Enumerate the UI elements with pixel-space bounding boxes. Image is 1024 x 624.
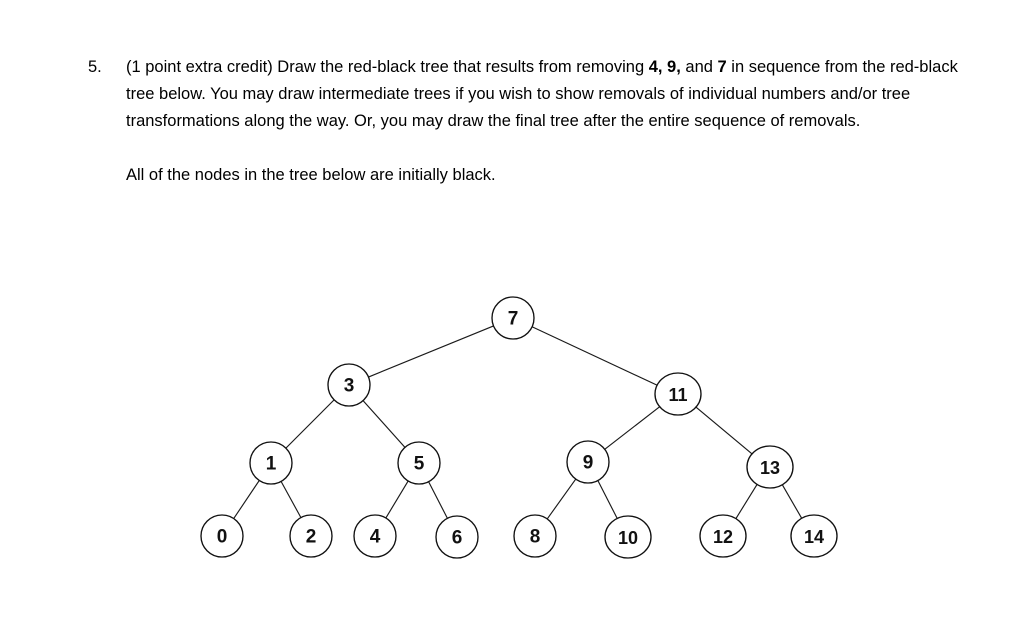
node-label-2: 2	[306, 527, 317, 548]
tree-node-9: 9	[566, 440, 610, 484]
tree-node-14: 14	[790, 514, 838, 558]
question-segment-0: (1 point extra credit) Draw the red-blac…	[126, 58, 649, 76]
question-segment-3: 7	[717, 58, 727, 76]
tree-edge-5-4	[385, 480, 409, 519]
node-label-6: 6	[452, 528, 463, 549]
tree-edge-3-5	[362, 399, 406, 449]
tree-node-5: 5	[397, 441, 441, 485]
tree-edge-7-3	[367, 325, 495, 378]
node-label-4: 4	[370, 527, 381, 548]
tree-edge-9-8	[546, 478, 577, 520]
node-circle-14	[790, 514, 838, 558]
node-circle-8	[513, 514, 557, 558]
tree-node-8: 8	[513, 514, 557, 558]
tree-node-11: 11	[654, 372, 702, 416]
tree-node-4: 4	[353, 514, 397, 558]
tree-node-3: 3	[327, 363, 371, 407]
node-label-7: 7	[508, 309, 519, 330]
node-circle-13	[746, 445, 794, 489]
tree-edge-11-13	[695, 406, 753, 455]
node-circle-12	[699, 514, 747, 558]
question-note: All of the nodes in the tree below are i…	[126, 166, 496, 184]
node-circle-4	[353, 514, 397, 558]
tree-node-0: 0	[200, 514, 244, 558]
node-circle-1	[249, 441, 293, 485]
question-body: (1 point extra credit) Draw the red-blac…	[126, 54, 968, 189]
tree-node-13: 13	[746, 445, 794, 489]
node-label-0: 0	[217, 527, 228, 548]
node-circle-10	[604, 515, 652, 559]
tree-edge-1-0	[232, 479, 261, 520]
tree-edge-3-1	[284, 398, 336, 450]
tree-edge-9-10	[597, 479, 619, 520]
node-circle-7	[491, 296, 535, 340]
node-label-13: 13	[760, 458, 780, 478]
question-segment-4: in sequence from the red-black tree belo…	[126, 58, 958, 130]
question-text: (1 point extra credit) Draw the red-blac…	[126, 54, 968, 135]
node-label-1: 1	[266, 454, 277, 475]
node-circle-11	[654, 372, 702, 416]
node-label-10: 10	[618, 528, 638, 548]
tree-node-12: 12	[699, 514, 747, 558]
node-label-11: 11	[668, 385, 687, 405]
tree-edge-13-12	[735, 483, 758, 520]
tree-node-7: 7	[491, 296, 535, 340]
tree-edge-5-6	[427, 480, 449, 520]
tree-edge-7-11	[531, 326, 658, 386]
node-label-8: 8	[530, 527, 541, 548]
node-circle-3	[327, 363, 371, 407]
node-label-12: 12	[713, 527, 733, 547]
node-circle-5	[397, 441, 441, 485]
tree-node-10: 10	[604, 515, 652, 559]
tree-node-1: 1	[249, 441, 293, 485]
tree-edge-11-9	[603, 405, 661, 451]
question-block: 5. (1 point extra credit) Draw the red-b…	[88, 54, 968, 189]
question-row: 5. (1 point extra credit) Draw the red-b…	[88, 54, 968, 189]
tree-edge-1-2	[280, 480, 302, 519]
question-segment-1: 4, 9,	[648, 58, 681, 76]
node-circle-9	[566, 440, 610, 484]
node-label-5: 5	[414, 454, 425, 475]
question-number: 5.	[88, 58, 102, 76]
tree-edge-layer	[232, 325, 803, 520]
node-circle-6	[435, 515, 479, 559]
node-label-9: 9	[583, 453, 594, 474]
question-segment-2: and	[680, 58, 718, 76]
node-label-3: 3	[344, 376, 355, 397]
node-label-14: 14	[804, 527, 824, 547]
tree-node-6: 6	[435, 515, 479, 559]
node-circle-2	[289, 514, 333, 558]
tree-edge-13-14	[781, 483, 803, 520]
tree-node-2: 2	[289, 514, 333, 558]
node-circle-0	[200, 514, 244, 558]
